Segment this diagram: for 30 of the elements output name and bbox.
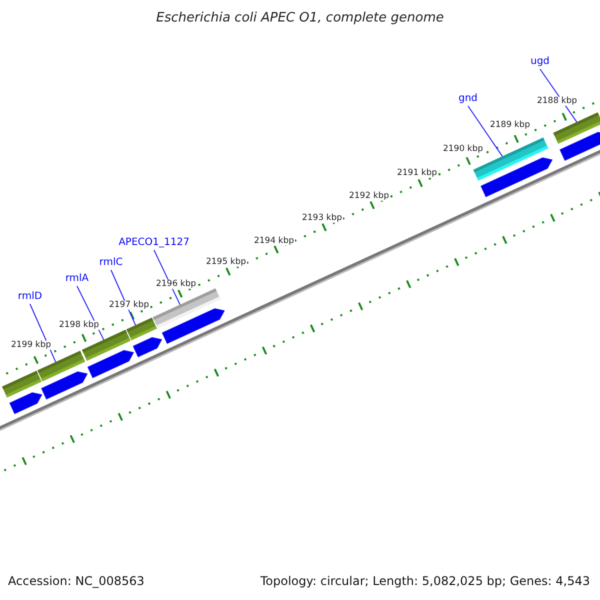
gene-label: rmlC xyxy=(99,258,123,268)
coding-region-bar xyxy=(560,132,600,161)
scale-label: 2198 kbp xyxy=(58,320,100,330)
scale-label: 2188 kbp xyxy=(536,96,578,106)
gene-label: APECO1_1127 xyxy=(118,238,190,248)
footer-text: Topology: circular; Length: 5,082,025 bp; Genes: 4,543 xyxy=(260,575,590,587)
coding-region-bar xyxy=(162,308,225,344)
gene-label: ugd xyxy=(530,57,550,67)
scale-label: 2197 kbp xyxy=(108,300,150,310)
coding-region-bar xyxy=(480,157,553,198)
title: Escherichia coli APEC O1, complete genome xyxy=(156,12,444,24)
leader-line xyxy=(468,106,503,157)
footer-text: Accession: NC_008563 xyxy=(8,575,144,587)
coding-region-bar xyxy=(9,392,42,414)
scale-label: 2196 kbp xyxy=(154,280,198,288)
coding-region-bar xyxy=(132,337,162,358)
scale-label: 2194 kbp xyxy=(252,236,296,246)
scale-label: 2195 kbp xyxy=(204,258,248,266)
scale-label: 2190 kbp xyxy=(442,144,484,154)
scale-label: 2193 kbp xyxy=(300,214,344,222)
scale-label: 2191 kbp xyxy=(396,168,438,178)
coding-region-bar xyxy=(41,371,88,400)
coding-region-bar xyxy=(87,350,134,378)
gene-label: rmlD xyxy=(18,292,42,302)
gene-bar xyxy=(126,318,157,340)
scale-label: 2192 kbp xyxy=(348,192,390,200)
scale-label: 2199 kbp xyxy=(10,340,52,350)
scale-label: 2189 kbp xyxy=(488,120,532,130)
gene-label: gnd xyxy=(458,94,478,104)
gene-label: rmlA xyxy=(65,274,89,284)
